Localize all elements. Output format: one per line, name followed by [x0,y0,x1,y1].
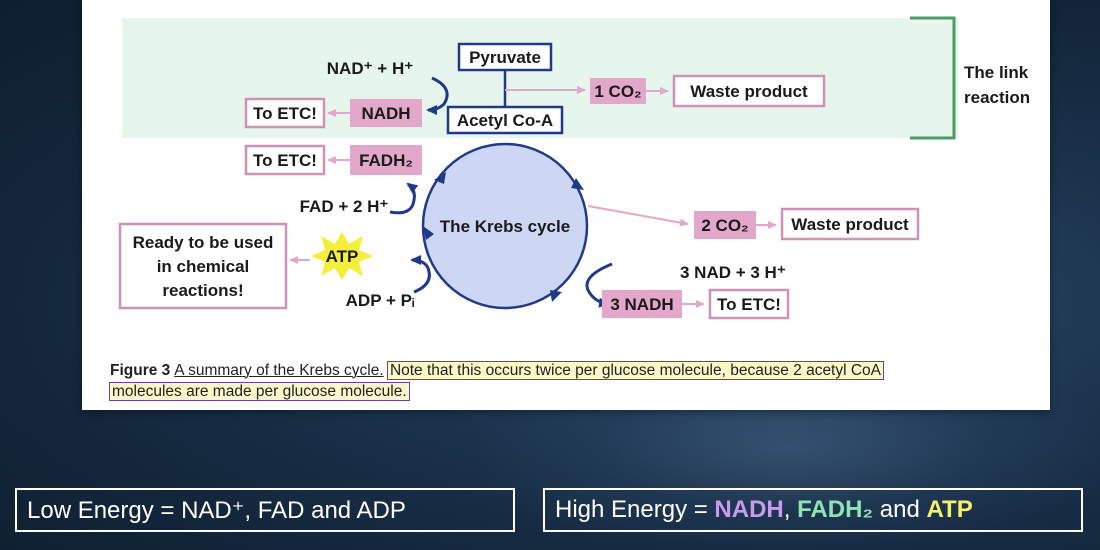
ready-line-2: in chemical [157,257,250,276]
waste-product-box-2 [780,207,920,241]
caption-text-plain: A summary of the Krebs cycle. [174,362,384,379]
nadh-label: NADH [361,104,410,123]
to-etc-label-3: To ETC! [717,295,781,314]
cycle-arrowhead-3 [423,226,434,240]
high-energy-sep-2: and [873,496,927,523]
nad3-to-nadh3-arrow [585,262,613,308]
co2-2-label: 2 CO₂ [701,216,748,235]
nad3-label: 3 NAD + 3 H⁺ [680,263,786,282]
krebs-cycle-figure: The link reaction Pyruvate Acetyl Co-A 1… [82,0,1050,410]
co2-1-box [590,78,646,104]
ready-line-1: Ready to be used [133,233,274,252]
krebs-cycle-label: The Krebs cycle [440,217,570,236]
cycle-arrowhead-4 [434,172,446,184]
link-reaction-label-1: The link [964,63,1029,82]
high-energy-atp: ATP [926,496,973,523]
ready-box [118,222,288,310]
nadh3-box [602,290,682,318]
caption-highlight-1: Note that this occurs twice per glucose … [386,361,885,380]
ready-line-3: reactions! [162,281,243,300]
co2-1-label: 1 CO₂ [594,82,641,101]
nadh3-label: 3 NADH [610,295,673,314]
to-etc-label-1: To ETC! [253,104,317,123]
link-reaction-bracket [910,16,956,140]
caption-figure-label: Figure 3 [110,362,171,379]
atp-label: ATP [326,247,359,266]
high-energy-nadh: NADH [714,496,784,523]
high-energy-sep-1: , [783,496,798,523]
high-energy-fadh2: FADH₂ [797,496,874,523]
high-energy-box: High Energy = NADH, FADH₂ and ATP [543,488,1083,532]
waste-product-label-2: Waste product [791,215,909,234]
nad-to-nadh-arrow [426,76,449,115]
high-energy-prefix: High Energy = [555,496,715,523]
to-etc-box-3 [708,288,790,320]
acetyl-coa-label: Acetyl Co-A [457,111,553,130]
pyruvate-label: Pyruvate [469,48,541,67]
fad-2h-label: FAD + 2 H⁺ [300,197,389,216]
low-energy-box: Low Energy = NAD⁺, FAD and ADP [15,488,515,532]
co2-2-arrow [587,205,689,227]
adp-pi-label: ADP + Pᵢ [346,291,415,310]
caption-highlight-2: molecules are made per glucose molecule. [109,382,410,401]
link-reaction-label-2: reaction [964,88,1030,107]
acetyl-coa-box [446,105,564,135]
nadh-box [350,99,422,127]
cycle-arrowhead-2 [550,290,562,302]
fad-to-fadh2-arrow [389,182,419,215]
fadh2-box [350,145,422,175]
low-energy-text: Low Energy = NAD⁺, FAD and ADP [27,496,406,524]
waste-product-box-1 [672,74,826,108]
to-etc-label-2: To ETC! [253,151,317,170]
atp-star [311,232,373,280]
to-etc-box-2 [244,144,326,176]
nad-plus-h-label: NAD⁺ + H⁺ [327,59,413,78]
adp-to-atp-arrow [410,255,431,294]
fadh2-label: FADH₂ [359,151,413,170]
cycle-arrowhead-1 [571,178,584,190]
to-etc-box-1 [244,97,326,129]
co2-2-box [694,211,756,239]
krebs-diagram: The link reaction Pyruvate Acetyl Co-A 1… [118,16,1030,320]
waste-product-label-1: Waste product [690,82,808,101]
